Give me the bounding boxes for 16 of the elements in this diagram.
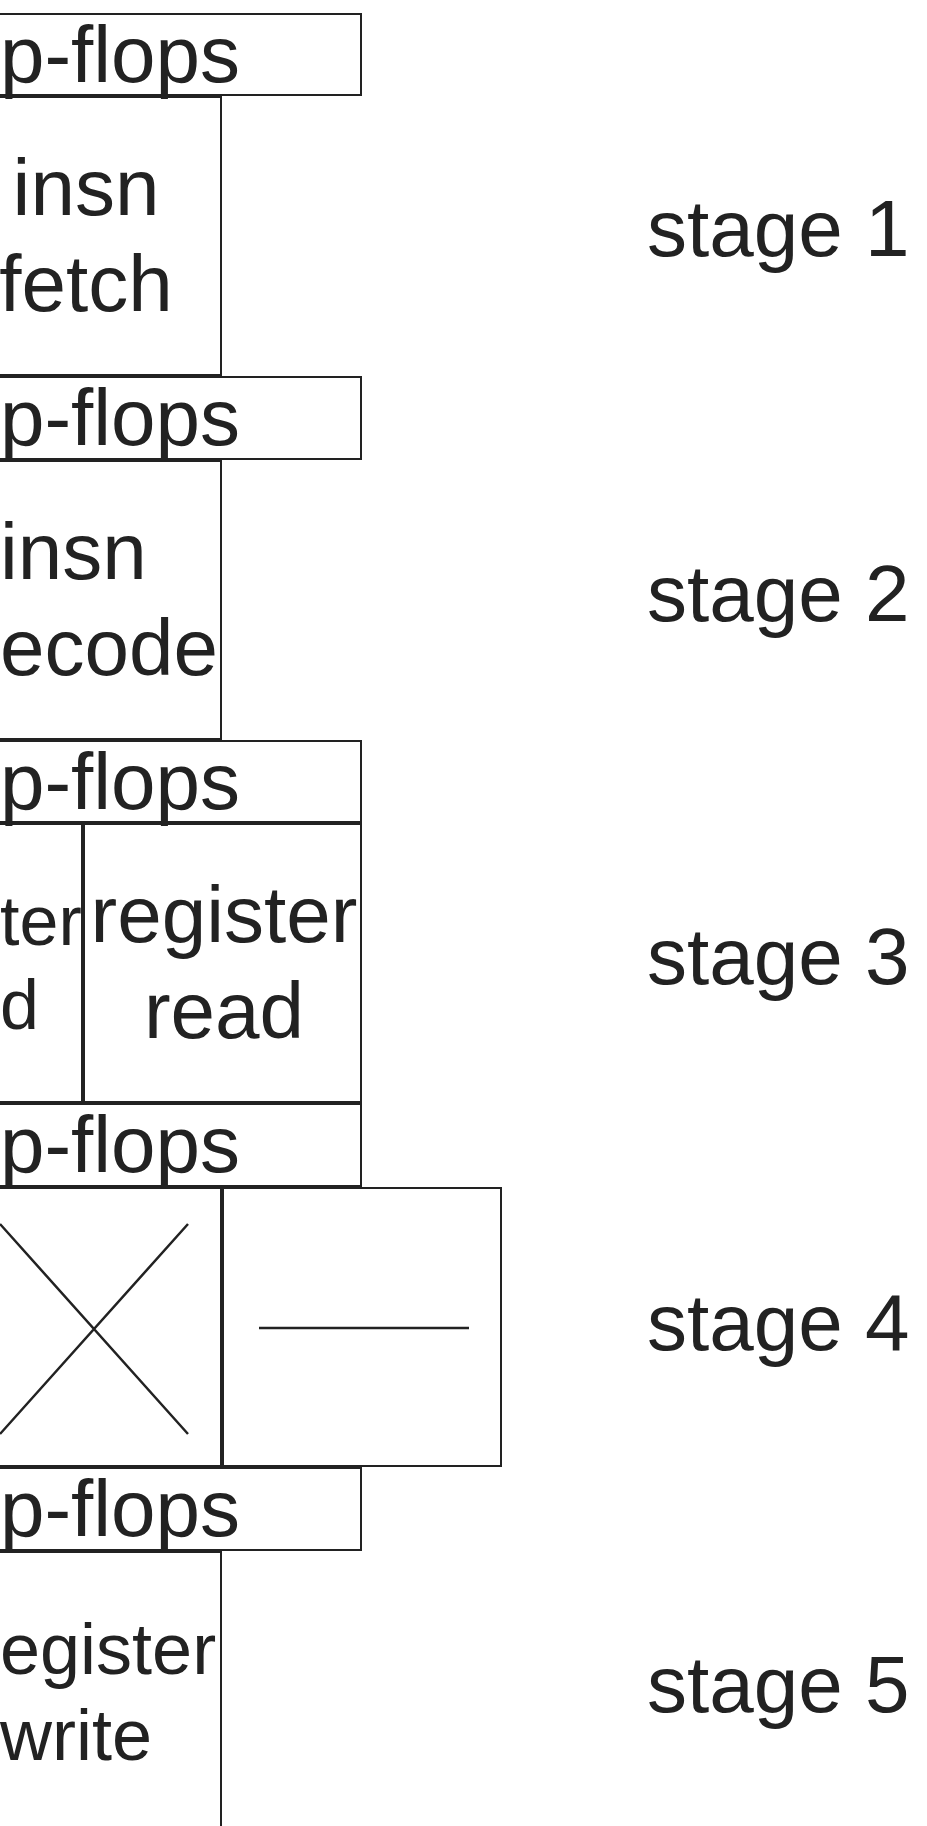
- empty-box: [222, 1187, 502, 1467]
- stage-box: [0, 460, 222, 740]
- register-label: p-flops: [0, 1099, 242, 1191]
- stage-label: insn fetch: [0, 142, 174, 330]
- register-bar: [0, 376, 362, 460]
- stage-label: register read: [89, 869, 359, 1057]
- register-bar: [0, 1467, 362, 1551]
- register-label: p-flops: [0, 735, 242, 828]
- stage-label: insn ecode: [0, 506, 219, 694]
- stage-label: ter d: [0, 881, 83, 1046]
- stage-box: [0, 1551, 222, 1826]
- register-label: p-flops: [0, 372, 242, 464]
- register-bar: [0, 1103, 362, 1187]
- empty-box: [0, 1187, 222, 1467]
- register-label: p-flops: [0, 1463, 242, 1555]
- register-label: p-flops: [0, 8, 242, 101]
